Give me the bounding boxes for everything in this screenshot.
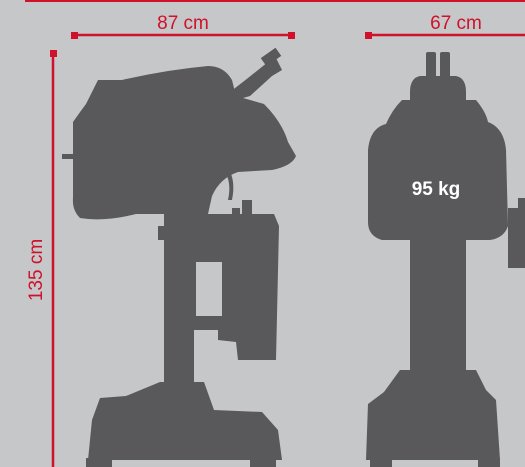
front-eyepiece-right — [440, 52, 450, 78]
front-control-bump — [508, 208, 525, 268]
side-cable — [224, 168, 234, 200]
side-eyepiece-tube — [230, 58, 282, 100]
front-foot-left — [370, 458, 392, 467]
side-upper-housing — [72, 66, 296, 220]
side-control-cutout — [196, 262, 222, 316]
height-line-end-top — [50, 50, 57, 57]
front-column — [410, 238, 466, 378]
height-label: 135 cm — [26, 239, 47, 301]
side-foot-right — [250, 458, 276, 467]
width-label-front: 67 cm — [430, 13, 482, 34]
side-column-bracket — [158, 226, 176, 240]
width-line-front-end-left — [365, 32, 372, 39]
front-eyepiece-left — [426, 52, 436, 78]
side-eyepiece-cap — [260, 47, 282, 67]
side-control-knob-small — [232, 208, 240, 216]
side-control-knob — [242, 200, 252, 216]
side-bellows — [222, 258, 230, 340]
front-upper-housing — [368, 100, 508, 240]
width-line-side-end-right — [288, 32, 295, 39]
side-foot-left — [86, 458, 112, 467]
machine-side-view — [62, 47, 296, 467]
height-dimension: 135 cm — [26, 50, 57, 467]
machine-front-view — [366, 52, 525, 467]
side-base — [88, 382, 282, 460]
width-line-side-end-left — [71, 32, 78, 39]
side-control-box — [194, 214, 279, 360]
side-column — [164, 210, 194, 400]
width-label-side: 87 cm — [157, 13, 209, 34]
weight-label: 95 kg — [412, 179, 461, 200]
front-base — [366, 370, 500, 460]
width-dimension-front: 67 cm — [365, 13, 525, 39]
front-foot-right — [478, 458, 500, 467]
width-dimension-side: 87 cm — [71, 13, 295, 39]
front-optics-head — [410, 76, 466, 104]
front-control-knob — [518, 198, 525, 210]
side-housing-knob — [62, 154, 76, 159]
